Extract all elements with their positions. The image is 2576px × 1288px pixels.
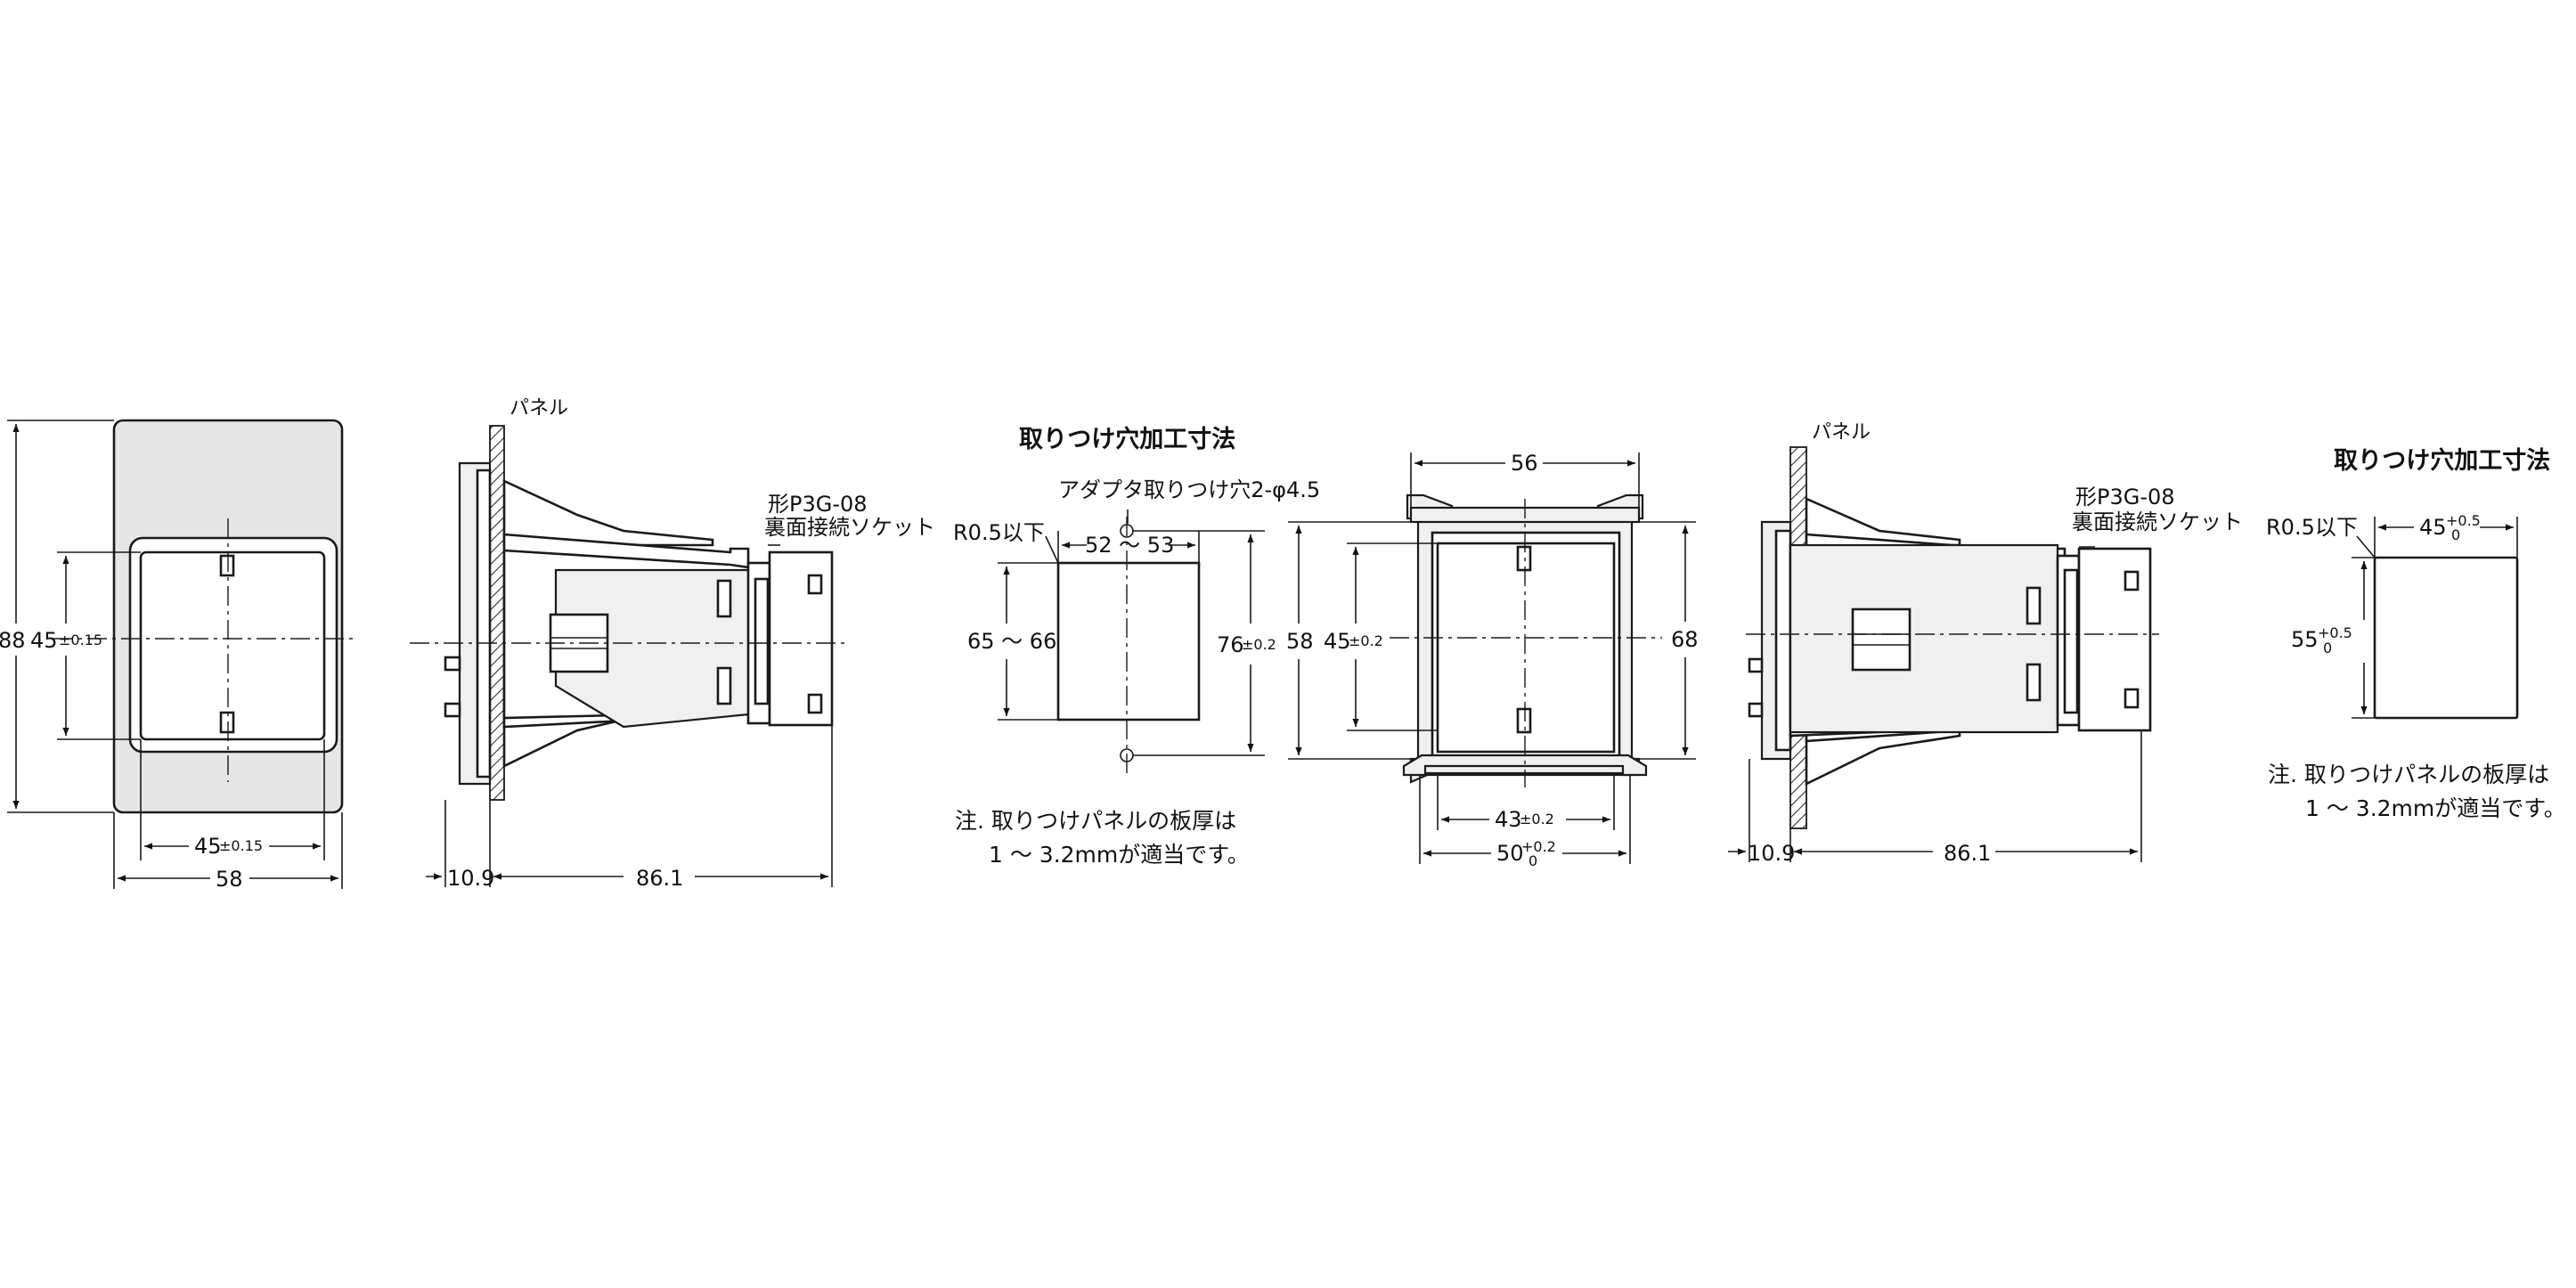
right-front-view xyxy=(1288,452,1696,864)
right-front-height: 58 xyxy=(1286,629,1314,654)
left-cutout-pitch-tol: ±0.2 xyxy=(1242,636,1276,653)
left-side-depth-rear: 86.1 xyxy=(636,866,683,891)
left-cutout-note-2: 1 ～ 3.2mmが適当です。 xyxy=(989,842,1250,868)
right-cutout-height-tol-upper: +0.5 xyxy=(2318,624,2352,641)
right-cutout-width: 45 xyxy=(2419,515,2447,540)
right-cutout-width-tol-upper: +0.5 xyxy=(2446,512,2481,529)
left-cutout-view xyxy=(998,509,1265,773)
right-cutout-width-tol-lower: 0 xyxy=(2451,526,2460,543)
left-cutout-adapter-label: アダプタ取りつけ穴2-φ4.5 xyxy=(1058,477,1320,502)
left-cutout-height-range: 65 ～ 66 xyxy=(967,629,1056,654)
right-cutout-radius-label: R0.5以下 xyxy=(2266,515,2358,540)
right-front-inner-width: 43 xyxy=(1495,807,1522,832)
right-front-bottom-width-tol-upper: +0.2 xyxy=(1521,838,1556,855)
left-side-depth-front: 10.9 xyxy=(447,866,494,891)
left-front-inner-width-tol: ±0.15 xyxy=(219,837,263,854)
right-side-depth-front: 10.9 xyxy=(1748,841,1795,866)
right-front-bottom-width: 50 xyxy=(1496,841,1524,866)
right-cutout-height-tol-lower: 0 xyxy=(2323,640,2332,656)
left-front-view xyxy=(7,419,356,889)
left-cutout-radius-label: R0.5以下 xyxy=(953,520,1045,545)
right-front-outer-height: 68 xyxy=(1671,627,1699,652)
right-front-bottom-width-tol-lower: 0 xyxy=(1528,852,1537,869)
left-front-inner-width-label: 45 xyxy=(194,834,222,859)
right-side-socket-label-1: 形P3G-08 xyxy=(2075,485,2175,509)
right-cutout-height: 55 xyxy=(2291,627,2319,652)
left-side-socket-label-1: 形P3G-08 xyxy=(768,492,868,517)
left-front-width-label: 58 xyxy=(216,867,243,892)
left-side-panel-label: パネル xyxy=(509,397,568,420)
right-side-panel-label: パネル xyxy=(1812,421,1871,444)
right-front-inner-width-tol: ±0.2 xyxy=(1520,811,1554,827)
right-side-socket-label-2: 裏面接続ソケット xyxy=(2072,509,2243,534)
left-cutout-note-1: 注. 取りつけパネルの板厚は xyxy=(955,808,1236,834)
right-front-inner-height-tol: ±0.2 xyxy=(1349,632,1383,649)
right-front-inner-height: 45 xyxy=(1324,629,1351,654)
left-front-height-label: 88 xyxy=(0,628,26,653)
right-cutout-view xyxy=(2352,517,2519,720)
right-front-top-width: 56 xyxy=(1511,451,1538,476)
left-side-view xyxy=(410,425,846,887)
right-cutout-note-2: 1 ～ 3.2mmが適当です。 xyxy=(2305,795,2566,821)
right-side-depth-rear: 86.1 xyxy=(1944,841,1991,866)
left-cutout-width-range: 52 ～ 53 xyxy=(1085,533,1174,558)
right-cutout-title: 取りつけ穴加工寸法 xyxy=(2334,447,2550,475)
left-front-inner-height-tol: ±0.15 xyxy=(59,632,102,648)
left-side-socket-label-2: 裏面接続ソケット xyxy=(764,515,935,540)
left-cutout-title: 取りつけ穴加工寸法 xyxy=(1019,426,1235,453)
right-cutout-note-1: 注. 取りつけパネルの板厚は xyxy=(2268,762,2549,787)
left-front-inner-height-label: 45 xyxy=(30,628,58,653)
right-side-view xyxy=(1728,446,2159,862)
left-cutout-pitch: 76 xyxy=(1217,632,1244,657)
